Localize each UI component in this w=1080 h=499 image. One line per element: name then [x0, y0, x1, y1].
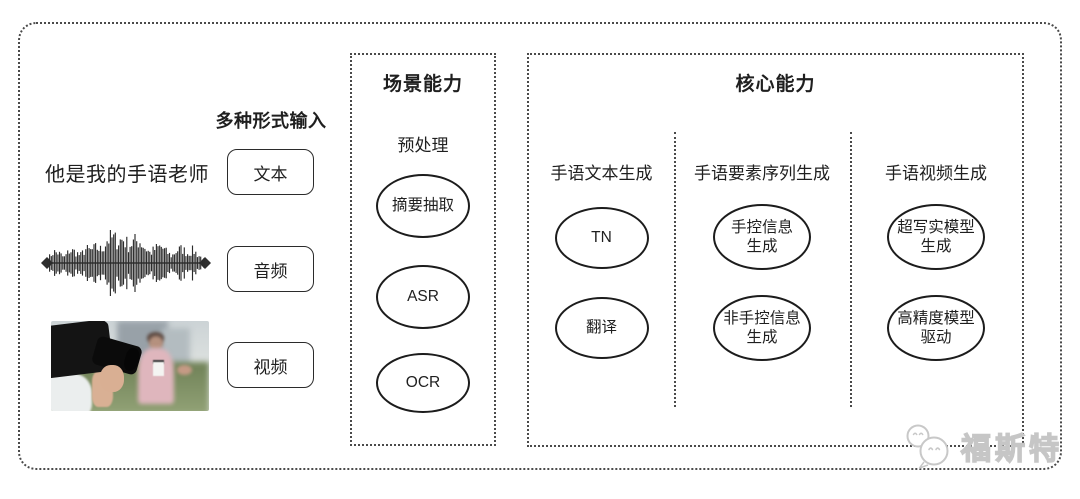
node-manual-info-label: 手控信息 生成	[730, 218, 793, 255]
node-tn: TN	[554, 207, 649, 269]
video-thumbnail-image	[51, 321, 209, 411]
core-panel-title: 核心能力	[735, 74, 816, 95]
photo-microphone-top	[152, 359, 164, 365]
column-sign-element-sequence: 手语要素序列生成 手控信息 生成 非手控信息 生成	[674, 55, 850, 445]
photo-reporter-hand	[177, 365, 192, 375]
node-high-precision-model-label: 高精度模型 驱动	[897, 309, 975, 346]
node-asr-label: ASR	[407, 288, 439, 306]
wechat-bubbles-icon	[906, 424, 949, 469]
input-box-audio-label: 音频	[253, 261, 288, 281]
input-heading: 多种形式输入	[215, 111, 327, 131]
node-hyperrealistic-model-generation: 超写实模型 生成	[887, 204, 985, 270]
scene-panel-title: 场景能力	[382, 74, 463, 95]
node-manual-info-generation: 手控信息 生成	[713, 204, 811, 270]
column-divider-2	[850, 132, 852, 407]
column-divider-1	[674, 132, 676, 407]
node-summary-extraction-label: 摘要抽取	[391, 197, 454, 215]
photo-camera-operator-shoulder	[51, 373, 93, 411]
column-sign-text-generation: 手语文本生成 TN 翻译	[529, 55, 674, 445]
node-non-manual-info-label: 非手控信息 生成	[723, 309, 801, 346]
input-box-text: 文本	[227, 149, 314, 195]
node-high-precision-model-driving: 高精度模型 驱动	[887, 295, 985, 361]
column-sign-video-generation: 手语视频生成 超写实模型 生成 高精度模型 驱动	[850, 55, 1022, 445]
column-header-element-sequence: 手语要素序列生成	[694, 164, 830, 183]
node-hyperrealistic-model-label: 超写实模型 生成	[897, 218, 975, 255]
scene-capability-panel: 场景能力 预处理 摘要抽取 ASR OCR	[350, 53, 496, 446]
column-header-sign-video: 手语视频生成	[885, 164, 987, 183]
photo-reporter-jacket	[137, 348, 175, 404]
node-translation-label: 翻译	[585, 319, 617, 337]
node-tn-label: TN	[591, 229, 612, 247]
photo-camera-hand	[99, 365, 124, 393]
input-box-video: 视频	[227, 342, 314, 388]
core-capability-panel: 核心能力 手语文本生成 TN 翻译 手语要素序列生成 手控信息 生成 非手控信息…	[527, 53, 1024, 447]
watermark-text: 福斯特	[960, 432, 1063, 466]
input-box-text-label: 文本	[253, 164, 288, 184]
node-translation: 翻译	[554, 297, 649, 359]
node-summary-extraction: 摘要抽取	[376, 174, 470, 238]
audio-waveform-icon	[40, 226, 212, 300]
input-box-video-label: 视频	[253, 357, 288, 377]
photo-microphone	[152, 362, 164, 376]
input-box-audio: 音频	[227, 246, 314, 292]
node-asr: ASR	[376, 265, 470, 329]
preprocess-label: 预处理	[397, 136, 449, 155]
node-ocr: OCR	[376, 353, 470, 413]
node-ocr-label: OCR	[405, 374, 441, 392]
node-non-manual-info-generation: 非手控信息 生成	[713, 295, 811, 361]
watermark: 福斯特	[903, 422, 1063, 470]
outer-frame	[18, 22, 1062, 470]
column-header-sign-text: 手语文本生成	[550, 164, 653, 183]
photo-reporter-head	[148, 336, 164, 350]
sample-sentence-text: 他是我的手语老师	[45, 164, 209, 186]
